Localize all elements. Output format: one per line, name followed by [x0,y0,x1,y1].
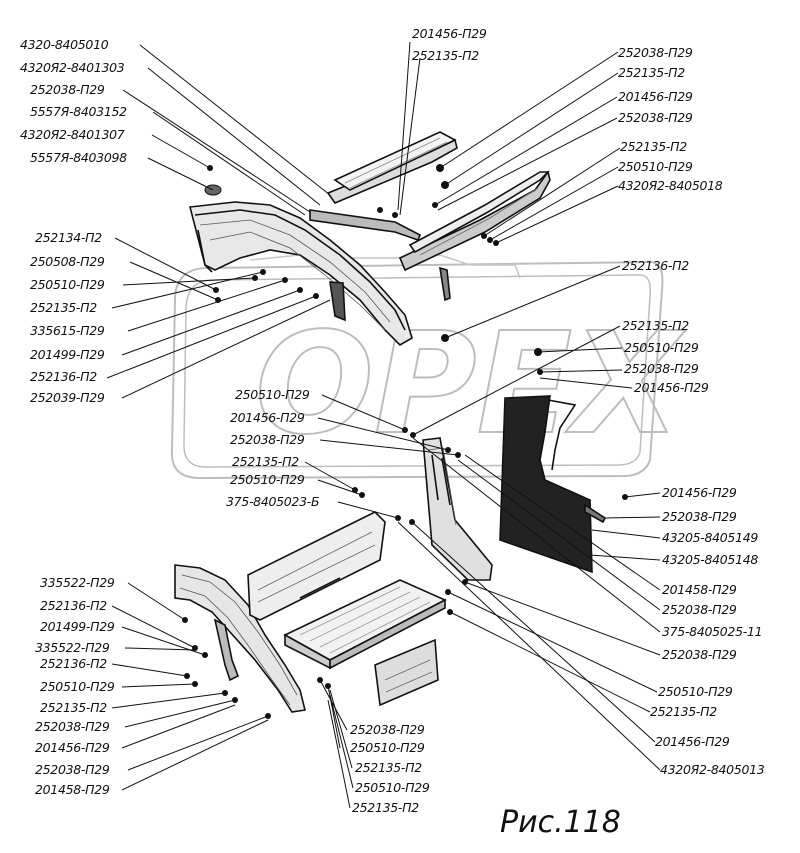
callout-label: 252135-П2 [352,800,419,815]
callout-label: 252038-П29 [662,602,737,617]
callout-label: 5557Я-8403098 [30,150,127,165]
callout-label: 250510-П29 [658,684,733,699]
callout-label: 252135-П2 [412,48,479,63]
callout-label: 252135-П2 [30,300,97,315]
callout-label: 250510-П29 [618,159,693,174]
mud-flap [499,395,607,574]
callout-label: 4320Я2-8401303 [20,60,125,75]
callout-label: 335522-П29 [40,575,115,590]
callout-label: 252135-П2 [622,318,689,333]
callout-label: 252038-П29 [230,432,305,447]
callout-label: 252134-П2 [35,230,102,245]
callout-label: 252038-П29 [350,722,425,737]
callout-label: 252136-П2 [40,656,107,671]
callout-label: 201458-П29 [35,782,110,797]
callout-label: 250510-П29 [230,472,305,487]
callout-label: 201499-П29 [30,347,105,362]
callout-label: 201456-П29 [230,410,305,425]
callout-label: 43205-8405148 [662,552,759,567]
callout-label: 4320-8405010 [20,37,109,52]
callout-label: 201456-П29 [662,485,737,500]
callout-label: 201456-П29 [655,734,730,749]
callout-label: 252135-П2 [40,700,107,715]
callout-label: 201456-П29 [634,380,709,395]
callout-label: 201456-П29 [35,740,110,755]
callout-label: 201499-П29 [40,619,115,634]
callout-label: 252038-П29 [662,647,737,662]
callout-label: 4320Я2-8401307 [20,127,125,142]
svg-text:OPEX: OPEX [255,303,686,466]
callout-label: 4320Я2-8405018 [618,178,723,193]
callout-label: 252038-П29 [662,509,737,524]
callout-label: 201456-П29 [412,26,487,41]
lower-step [283,579,447,707]
callout-label: 250510-П29 [30,277,105,292]
callout-label: 252135-П2 [650,704,717,719]
callout-label: 252135-П2 [620,139,687,154]
callout-label: 250510-П29 [624,340,699,355]
callout-label: 252038-П29 [30,82,105,97]
callout-label: 252038-П29 [618,45,693,60]
callout-label: 252135-П2 [618,65,685,80]
callout-label: 201456-П29 [618,89,693,104]
upper-right-bracket [398,170,551,302]
callout-label: 375-8405025-11 [662,624,763,639]
callout-label: 252136-П2 [40,598,107,613]
callout-label: 250510-П29 [350,740,425,755]
callout-label: 335522-П29 [35,640,110,655]
callout-label: 250510-П29 [235,387,310,402]
callout-label: 43205-8405149 [662,530,759,545]
callout-label: 252136-П2 [622,258,689,273]
callout-label: 252038-П29 [618,110,693,125]
callout-label: 252038-П29 [35,719,110,734]
callout-label: 252135-П2 [232,454,299,469]
callout-label: 252136-П2 [30,369,97,384]
figure-caption: Рис.118 [500,805,621,840]
callout-label: 252038-П29 [624,361,699,376]
callout-label: 5557Я-8403152 [30,104,127,119]
upper-step-bar [309,131,458,242]
upper-left-fender [188,201,413,347]
callout-label: 4320Я2-8405013 [660,762,765,777]
callout-label: 250508-П29 [30,254,105,269]
step-bracket-center [422,437,493,581]
callout-label: 335615-П29 [30,323,105,338]
callout-label: 250510-П29 [40,679,115,694]
callout-label: 375-8405023-Б [226,494,320,509]
lower-left-fender [174,564,306,713]
callout-label: 250510-П29 [355,780,430,795]
callout-label: 252039-П29 [30,390,105,405]
callout-label: 252038-П29 [35,762,110,777]
leader-lines [106,41,661,809]
callout-label: 201458-П29 [662,582,737,597]
callout-label: 252135-П2 [355,760,422,775]
